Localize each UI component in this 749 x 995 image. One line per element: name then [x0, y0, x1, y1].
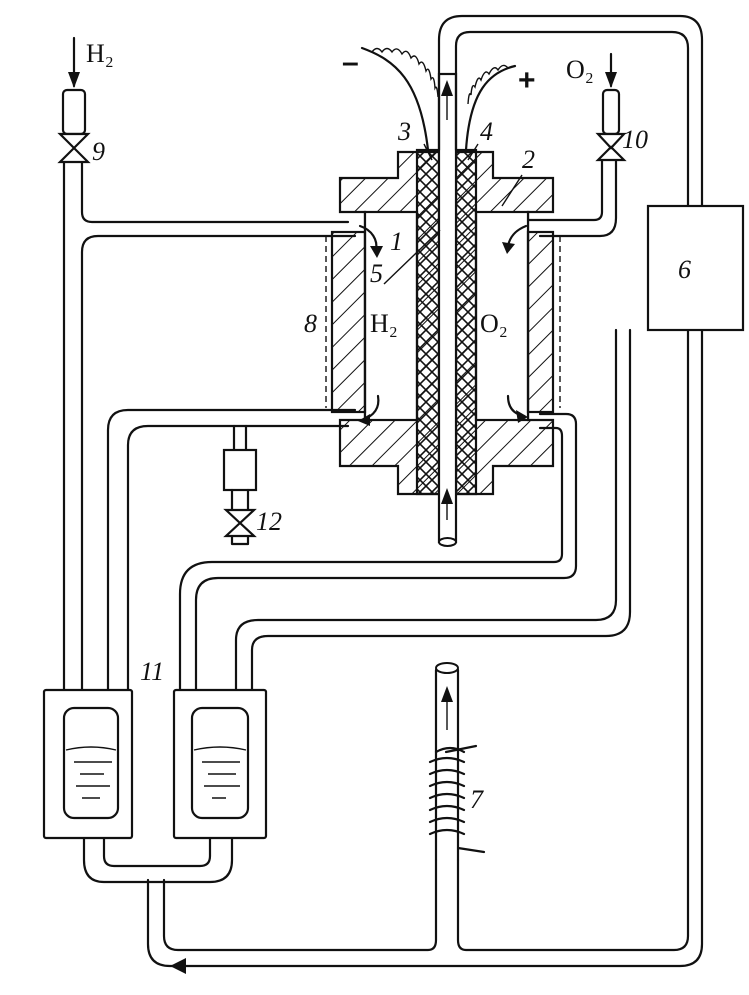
electrode-anode	[415, 148, 441, 496]
callout-5: 5	[370, 259, 383, 288]
callout-3: 3	[397, 117, 411, 146]
negative-sign: –	[342, 46, 359, 79]
oxygen-chamber-label: O₂	[480, 309, 508, 338]
drain-fitting	[222, 424, 258, 546]
valve-oxygen[interactable]	[595, 88, 627, 162]
inlet-arrows	[68, 36, 617, 88]
hydrogen-chamber-label: H₂	[370, 309, 398, 338]
callout-10: 10	[622, 125, 648, 154]
callout-4: 4	[480, 117, 493, 146]
leader-lines	[383, 143, 523, 285]
negative-lead-wire	[360, 46, 439, 152]
oxygen-inlet-label: O₂	[566, 55, 594, 84]
heating-coil	[428, 744, 486, 854]
flow-arrows	[358, 224, 528, 426]
callout-8: 8	[304, 309, 317, 338]
callout-2: 2	[522, 145, 535, 174]
callout-11: 11	[140, 657, 164, 686]
positive-sign: +	[518, 64, 536, 97]
callout-7: 7	[470, 785, 484, 814]
pump-unit	[646, 204, 745, 332]
separator-oxygen	[172, 688, 268, 840]
callout-1: 1	[390, 227, 403, 256]
valve-hydrogen[interactable]	[57, 88, 91, 164]
hydrogen-inlet-label: H₂	[86, 39, 114, 68]
separator-hydrogen	[42, 688, 134, 840]
positive-lead-wire	[464, 64, 517, 152]
electrode-cathode	[454, 148, 478, 496]
callout-12: 12	[256, 507, 282, 536]
callout-6: 6	[678, 255, 691, 284]
valve-drain[interactable]	[223, 508, 257, 538]
electrolyte-tube	[437, 72, 458, 547]
return-arrow	[170, 958, 186, 974]
callout-9: 9	[92, 137, 105, 166]
piping	[62, 14, 704, 968]
